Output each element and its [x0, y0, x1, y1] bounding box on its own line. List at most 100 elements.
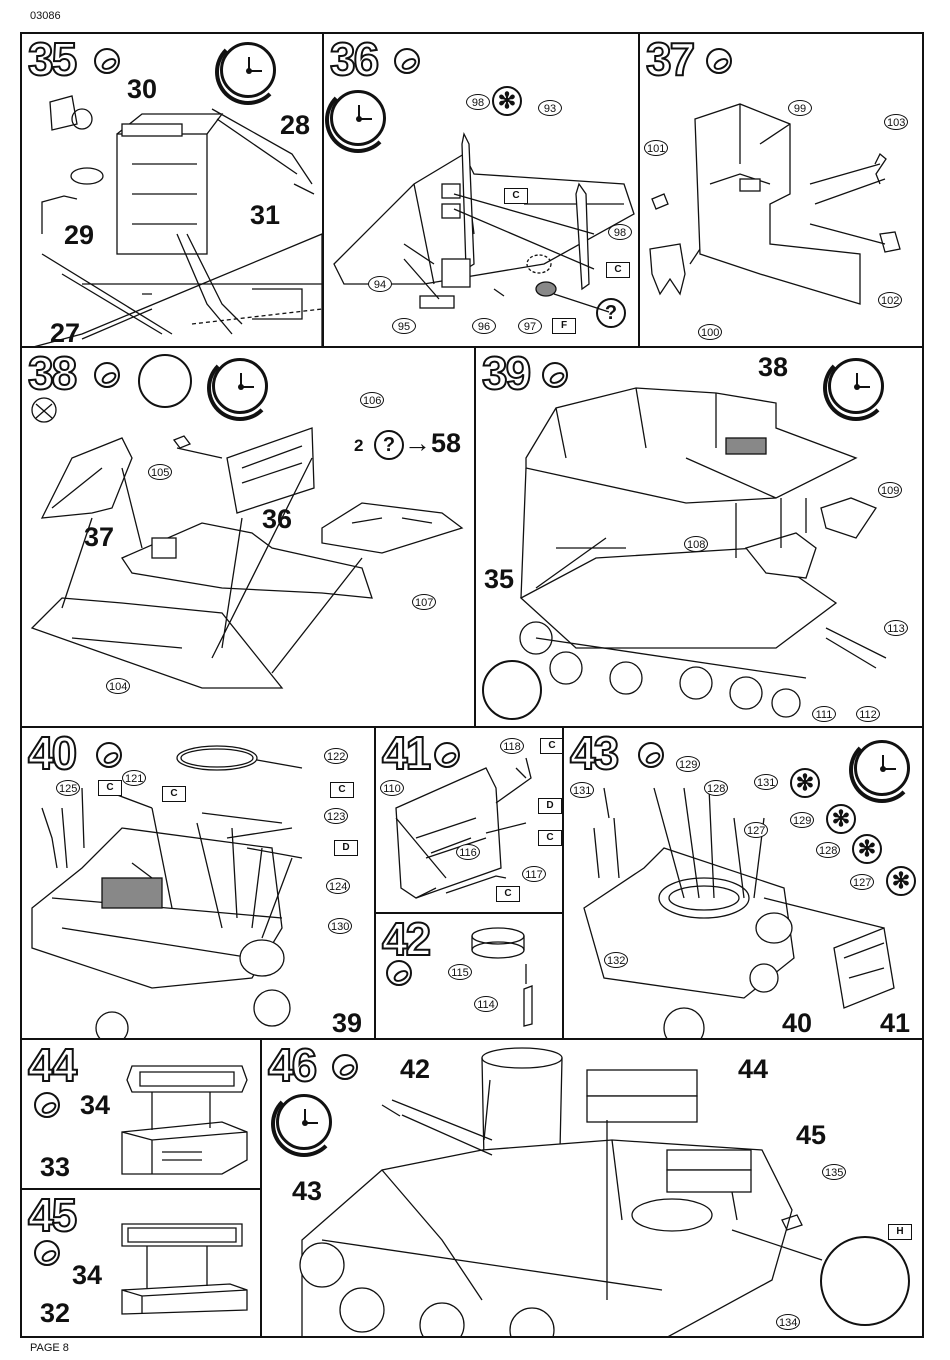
decal-flag-d: D: [334, 840, 358, 856]
part-label-39: 39: [332, 1008, 363, 1038]
step-44-drawing: [121, 1065, 248, 1175]
step-36-panel: 36 98 ✻ 93 C 98 C 94 95 96 97 F ?: [322, 32, 640, 348]
part-99: 99: [788, 100, 812, 116]
part-label-35: 35: [484, 564, 515, 594]
part-128: 128: [704, 780, 729, 796]
step-42-drawing: [471, 927, 533, 1027]
step-number: 36: [329, 33, 380, 85]
clock-icon: [207, 355, 273, 421]
part-116: 116: [456, 844, 480, 860]
step-39-drawing: [519, 387, 887, 718]
part-103: 103: [884, 114, 909, 130]
asterisk-icon: ✻: [492, 86, 522, 116]
step-number: 44: [27, 1039, 78, 1091]
part-127: 127: [850, 874, 875, 890]
decal-flag-c: C: [162, 786, 186, 802]
tape-detail-icon: [138, 354, 192, 408]
asterisk-icon: ✻: [852, 834, 882, 864]
part-108: 108: [684, 536, 709, 552]
part-label-41: 41: [880, 1008, 911, 1038]
decal-flag-c: C: [538, 830, 562, 846]
step-35-panel: 35 30 28 29 31 27: [20, 32, 324, 348]
part-113: 113: [884, 620, 908, 636]
part-label-42: 42: [400, 1054, 431, 1084]
step-41-drawing: [395, 757, 532, 899]
decal-flag-d: D: [538, 798, 562, 814]
glue-icon: [542, 362, 568, 388]
step-number: 40: [27, 727, 78, 779]
glue-icon: [638, 742, 664, 768]
part-109: 109: [878, 482, 903, 498]
part-100: 100: [698, 324, 723, 340]
decal-flag-c: C: [496, 886, 520, 902]
part-127: 127: [744, 822, 769, 838]
part-111: 111: [812, 706, 836, 722]
part-101: 101: [644, 140, 669, 156]
page-number: PAGE 8: [30, 1342, 69, 1354]
step-number: 45: [27, 1189, 78, 1241]
question-icon: ?: [596, 298, 626, 328]
part-label-31: 31: [250, 200, 281, 230]
step-43-drawing: [583, 787, 895, 1038]
step-42-panel: 42 115 114: [374, 912, 564, 1040]
step-40-drawing: [31, 745, 303, 1038]
part-93: 93: [538, 100, 562, 116]
step-44-panel: 44 34 33: [20, 1038, 262, 1190]
part-102: 102: [878, 292, 903, 308]
step-46-panel: 46 42 44 45 135 43 H 134: [260, 1038, 924, 1338]
part-124: 124: [326, 878, 351, 894]
asterisk-icon: ✻: [790, 768, 820, 798]
tape-detail-icon: [482, 660, 542, 720]
part-110: 110: [380, 780, 404, 796]
part-96: 96: [472, 318, 496, 334]
step-38-drawing: [30, 397, 464, 689]
step-number: 41: [381, 727, 432, 779]
decal-flag-c: C: [98, 780, 122, 796]
glue-icon: [94, 362, 120, 388]
step-37-drawing: [649, 103, 901, 305]
glue-icon: [34, 1240, 60, 1266]
part-label-27: 27: [50, 318, 81, 348]
part-label-44: 44: [738, 1054, 769, 1084]
glue-icon: [434, 742, 460, 768]
part-label-28: 28: [280, 110, 311, 140]
part-117: 117: [522, 866, 546, 882]
step-36-drawing: [333, 132, 635, 313]
step-40-panel: 40 122 125 C 121 121 C C 123 D 124 130 3…: [20, 726, 376, 1040]
glue-icon: [94, 48, 120, 74]
decal-flag-h: H: [888, 1224, 912, 1240]
part-95: 95: [392, 318, 416, 334]
glue-icon: [706, 48, 732, 74]
part-129: 129: [790, 812, 815, 828]
part-label-45: 45: [796, 1120, 827, 1150]
part-label-33: 33: [40, 1152, 71, 1182]
part-121: 121: [122, 770, 147, 786]
part-118: 118: [500, 738, 524, 754]
part-115: 115: [448, 964, 472, 980]
part-label-34: 34: [80, 1090, 111, 1120]
step-38-panel: 38 106 105 2 ? →58 37 36 107 104: [20, 346, 476, 728]
part-112: 112: [856, 706, 880, 722]
step-39-panel: 39 38 109 108 35 113 111 112: [474, 346, 924, 728]
step-number: 46: [267, 1039, 318, 1091]
clock-icon: [215, 39, 281, 105]
part-134: 134: [776, 1314, 801, 1330]
step-number: 43: [569, 727, 620, 779]
decal-flag-f: F: [552, 318, 576, 334]
part-98-top: 98: [466, 94, 490, 110]
glue-icon: [332, 1054, 358, 1080]
clock-icon: [271, 1091, 337, 1157]
clock-icon: [325, 87, 391, 153]
part-104: 104: [106, 678, 131, 694]
part-label-37: 37: [84, 522, 115, 552]
detail-callout: [820, 1236, 910, 1326]
part-94: 94: [368, 276, 392, 292]
step-37-panel: 37 99 103 101 102 100: [638, 32, 924, 348]
glue-icon: [394, 48, 420, 74]
step-note-count: 2: [354, 436, 364, 455]
step-number: 37: [645, 33, 696, 85]
part-106: 106: [360, 392, 385, 408]
step-41-panel: 41 118 C 110 D C 116 117 C: [374, 726, 564, 914]
decal-flag-c: C: [540, 738, 562, 754]
part-130: 130: [328, 918, 353, 934]
